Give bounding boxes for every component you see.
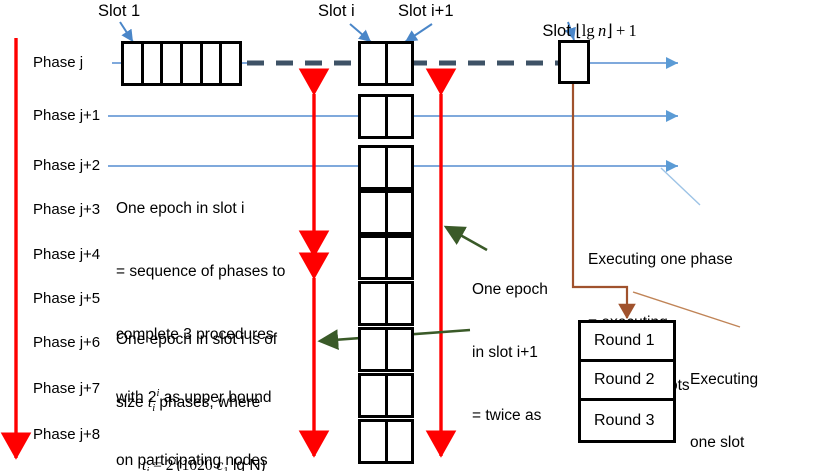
slot-i-cell	[361, 97, 388, 136]
formula-exponent: i	[173, 455, 177, 467]
slot-i-plus-1-cell	[387, 44, 411, 83]
phase-label-4: Phase j+4	[33, 246, 101, 263]
formula-t: t	[142, 457, 147, 471]
slot-1-cell-3	[163, 44, 184, 83]
annotation-epoch-double: One epoch in slot i+1 = twice as many ph…	[472, 237, 564, 471]
epoch-double-line-3: = twice as	[472, 407, 542, 424]
epoch-double-line-1: One epoch	[472, 281, 548, 298]
formula-c: c	[216, 457, 224, 471]
epoch-def-l4-post: as upper bound	[159, 389, 272, 406]
phase-label-1: Phase j+1	[33, 107, 101, 124]
phase-label-5: Phase j+5	[33, 290, 101, 307]
slot-last-math: ⌊lg n⌋ + 1	[575, 21, 637, 40]
slot-1-cell-1	[124, 44, 144, 83]
exec-slot-line-2: one slot	[690, 434, 745, 451]
slot-i-box-phase-j8	[358, 419, 414, 464]
slot-i-plus-1-cell	[387, 148, 411, 187]
annotation-epoch-definition: One epoch in slot i = sequence of phases…	[116, 156, 285, 471]
epoch-size-l2-pre: size	[116, 394, 148, 411]
formula-c-sub: 1	[223, 466, 228, 471]
epoch-def-line-5: on participating nodes	[116, 452, 268, 469]
rounds-box: Round 1 Round 2 Round 3	[578, 320, 676, 443]
epoch-size-l2-var: t	[147, 394, 153, 411]
epoch-size-line-1: One epoch in slot i is of	[116, 331, 278, 348]
slot-1-cell-4	[183, 44, 203, 83]
slot-i-label: Slot i	[318, 2, 355, 20]
slot-1-cell-5	[202, 44, 223, 83]
exec-slot-line-1: Executing	[690, 371, 759, 388]
slot-i-box-phase-j2	[358, 145, 414, 190]
epoch-def-l4-pre: with 2	[116, 389, 157, 406]
epoch-double-line-2: in slot i+1	[472, 344, 538, 361]
epoch-size-l2-sub: i	[152, 403, 156, 415]
phase-label-6: Phase j+6	[33, 334, 101, 351]
leader-exec-phase	[660, 167, 701, 206]
formula-t-sub: i	[146, 466, 149, 471]
phase-label-2: Phase j+2	[33, 157, 101, 174]
slot-i-box-phase-j7	[358, 373, 414, 418]
formula-tail-a: (1020	[176, 457, 217, 471]
slot-i-box-phase-j5	[358, 281, 414, 326]
slot-last-prefix: Slot	[542, 22, 576, 40]
annotation-exec-slot: Executing one slot = executing 3 rounds	[690, 327, 770, 471]
annotation-epoch-size: One epoch in slot i is of size ti phases…	[116, 287, 277, 471]
slot-1-cell-2	[143, 44, 164, 83]
epoch-size-l2-post: phases, where	[155, 394, 261, 411]
slot-i-plus-1-label: Slot i+1	[398, 2, 454, 20]
slot-i-box-phase-j1	[358, 94, 414, 139]
epoch-size-formula: ti = 2i(1020 c1 lg N)	[116, 455, 277, 471]
slot-last-label: Slot ⌊lg n⌋ + 1	[524, 2, 637, 60]
slot-i-plus-1-cell	[387, 97, 411, 136]
slot-i-plus-1-cell	[387, 284, 411, 323]
slot-1-cell-6	[222, 44, 240, 83]
slot-i-plus-1-cell	[387, 238, 411, 277]
slot-i-box-phase-j	[358, 41, 414, 86]
slot-i-cell	[361, 422, 388, 461]
slot-i-plus-1-cell	[387, 376, 411, 415]
round-row-3: Round 3	[594, 411, 655, 429]
slot-i-cell	[361, 376, 388, 415]
epoch-def-line-4: with 2i as upper bound	[116, 387, 285, 408]
formula-eq: = 2	[149, 457, 174, 471]
leader-slot-i-plus-1	[404, 23, 433, 43]
epoch-def-line-1: One epoch in slot i	[116, 200, 245, 217]
formula-tail-b: lg N)	[228, 457, 266, 471]
slot-i-cell	[361, 193, 388, 232]
phase-label-0: Phase j	[33, 54, 84, 71]
slot-i-box-phase-j4	[358, 235, 414, 280]
slot-i-cell	[361, 148, 388, 187]
leader-slot1	[119, 21, 134, 43]
epoch-size-line-2: size ti phases, where	[116, 392, 277, 415]
round-row-1: Round 1	[581, 323, 673, 362]
slot-1-label: Slot 1	[98, 2, 141, 20]
slot-i-cell	[361, 238, 388, 277]
phase-label-3: Phase j+3	[33, 201, 101, 218]
slot-1-box	[121, 41, 242, 86]
slot-i-plus-1-cell	[387, 422, 411, 461]
epoch-def-line-2: = sequence of phases to	[116, 263, 286, 280]
epoch-def-line-3: complete 3 procedures	[116, 326, 274, 343]
phase-label-8: Phase j+8	[33, 426, 101, 443]
slot-i-cell	[361, 44, 388, 83]
slot-i-cell	[361, 284, 388, 323]
phase-label-7: Phase j+7	[33, 380, 101, 397]
exec-phase-line-1: Executing one phase	[588, 251, 733, 268]
slot-last-box	[558, 40, 590, 84]
slot-i-cell	[361, 330, 388, 369]
slot-last-cell	[561, 43, 587, 81]
slot-i-box-phase-j6	[358, 327, 414, 372]
slot-i-plus-1-cell	[387, 193, 411, 232]
slot-i-plus-1-cell	[387, 330, 411, 369]
slot-i-box-phase-j3	[358, 190, 414, 235]
round-row-2: Round 2	[581, 362, 673, 401]
epoch-def-l4-exponent: i	[156, 387, 160, 399]
leader-slot-i	[349, 23, 372, 43]
